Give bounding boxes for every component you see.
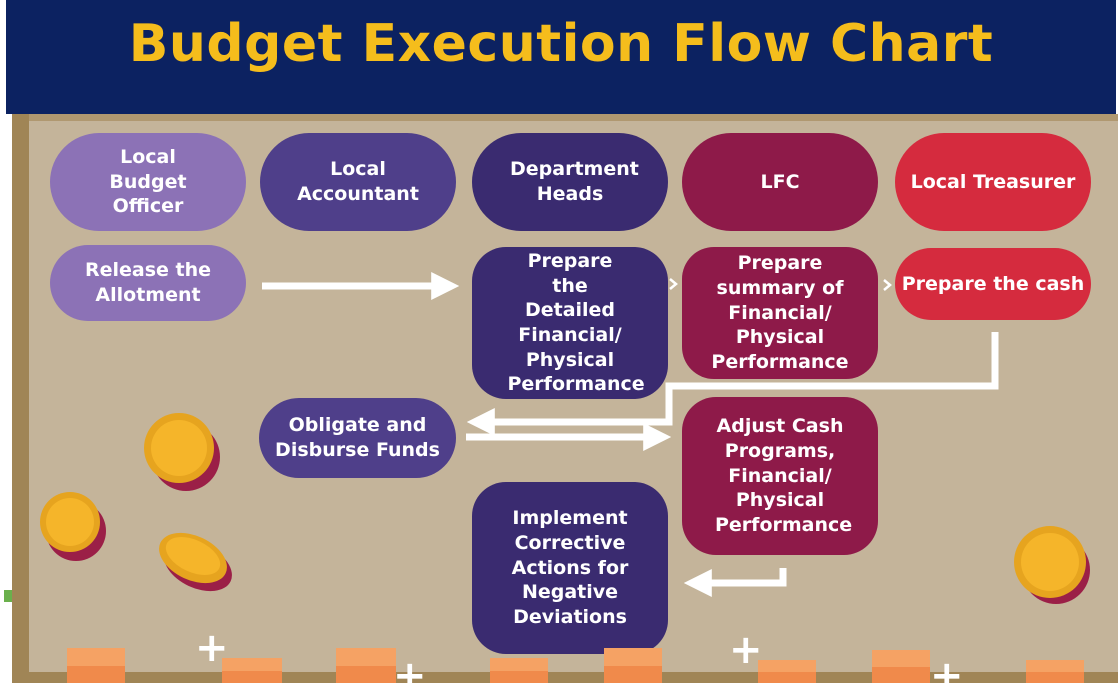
step-prepare-cash: Prepare the cash: [895, 248, 1091, 320]
brick-icon: [1026, 660, 1084, 683]
step-label: Prepare the cash: [901, 272, 1085, 295]
coin-icon: [159, 532, 232, 592]
step-prepare-detailed: Prepare the Detailed Financial/ Physical…: [472, 247, 668, 399]
header-label: LFC: [760, 170, 800, 193]
flow-arrows: [262, 272, 999, 597]
header-department-heads: Department Heads: [472, 133, 668, 231]
arrow-detailed-to-summary: [669, 278, 678, 290]
page-title: Budget Execution Flow Chart: [128, 14, 994, 74]
step-label: Prepare the Detailed Financial/ Physical…: [507, 249, 645, 396]
header-label: Department Heads: [510, 158, 639, 205]
title-banner: Budget Execution Flow Chart: [6, 0, 1116, 114]
coin-icon: [1014, 526, 1090, 604]
header-label: Local Budget Officer: [109, 145, 187, 218]
board-frame-bottom: [12, 672, 1118, 683]
coin-icon: [144, 413, 220, 491]
step-adjust-cash: Adjust Cash Programs, Financial/ Physica…: [682, 397, 878, 555]
brick-icon: [604, 648, 662, 683]
plus-icon: +: [393, 653, 427, 699]
step-prepare-summary: Prepare summary of Financial/ Physical P…: [682, 247, 878, 379]
plus-icon: +: [729, 627, 763, 673]
step-label: Release the Allotment: [84, 259, 212, 306]
step-label: Implement Corrective Actions for Negativ…: [511, 507, 629, 629]
plus-icon: +: [930, 653, 964, 699]
edge-marker: [4, 590, 12, 602]
step-implement-corrective: Implement Corrective Actions for Negativ…: [472, 482, 668, 654]
header-local-accountant: Local Accountant: [260, 133, 456, 231]
step-obligate-disburse: Obligate and Disburse Funds: [259, 398, 456, 478]
step-label: Adjust Cash Programs, Financial/ Physica…: [715, 415, 853, 537]
brick-icon: [222, 658, 282, 683]
arrow-cash-to-obligate: [466, 332, 999, 436]
brick-icon: [872, 650, 930, 683]
header-lfc: LFC: [682, 133, 878, 231]
header-local-treasurer: Local Treasurer: [895, 133, 1091, 231]
board-frame-top: [12, 114, 1118, 121]
brick-icon: [336, 648, 396, 683]
arrow-summary-to-cash: [883, 279, 892, 291]
step-label: Obligate and Disburse Funds: [275, 414, 440, 461]
brick-icon: [758, 660, 816, 683]
brick-icon: [490, 658, 548, 683]
step-release-allotment: Release the Allotment: [50, 245, 246, 321]
brick-icon: [67, 648, 125, 683]
header-local-budget-officer: Local Budget Officer: [50, 133, 246, 231]
arrow-adjust-to-implement: [683, 568, 787, 597]
step-label: Prepare summary of Financial/ Physical P…: [711, 252, 849, 374]
coin-icon: [40, 492, 106, 561]
header-label: Local Accountant: [297, 158, 419, 205]
board-frame-left: [12, 114, 29, 683]
header-label: Local Treasurer: [910, 170, 1076, 193]
